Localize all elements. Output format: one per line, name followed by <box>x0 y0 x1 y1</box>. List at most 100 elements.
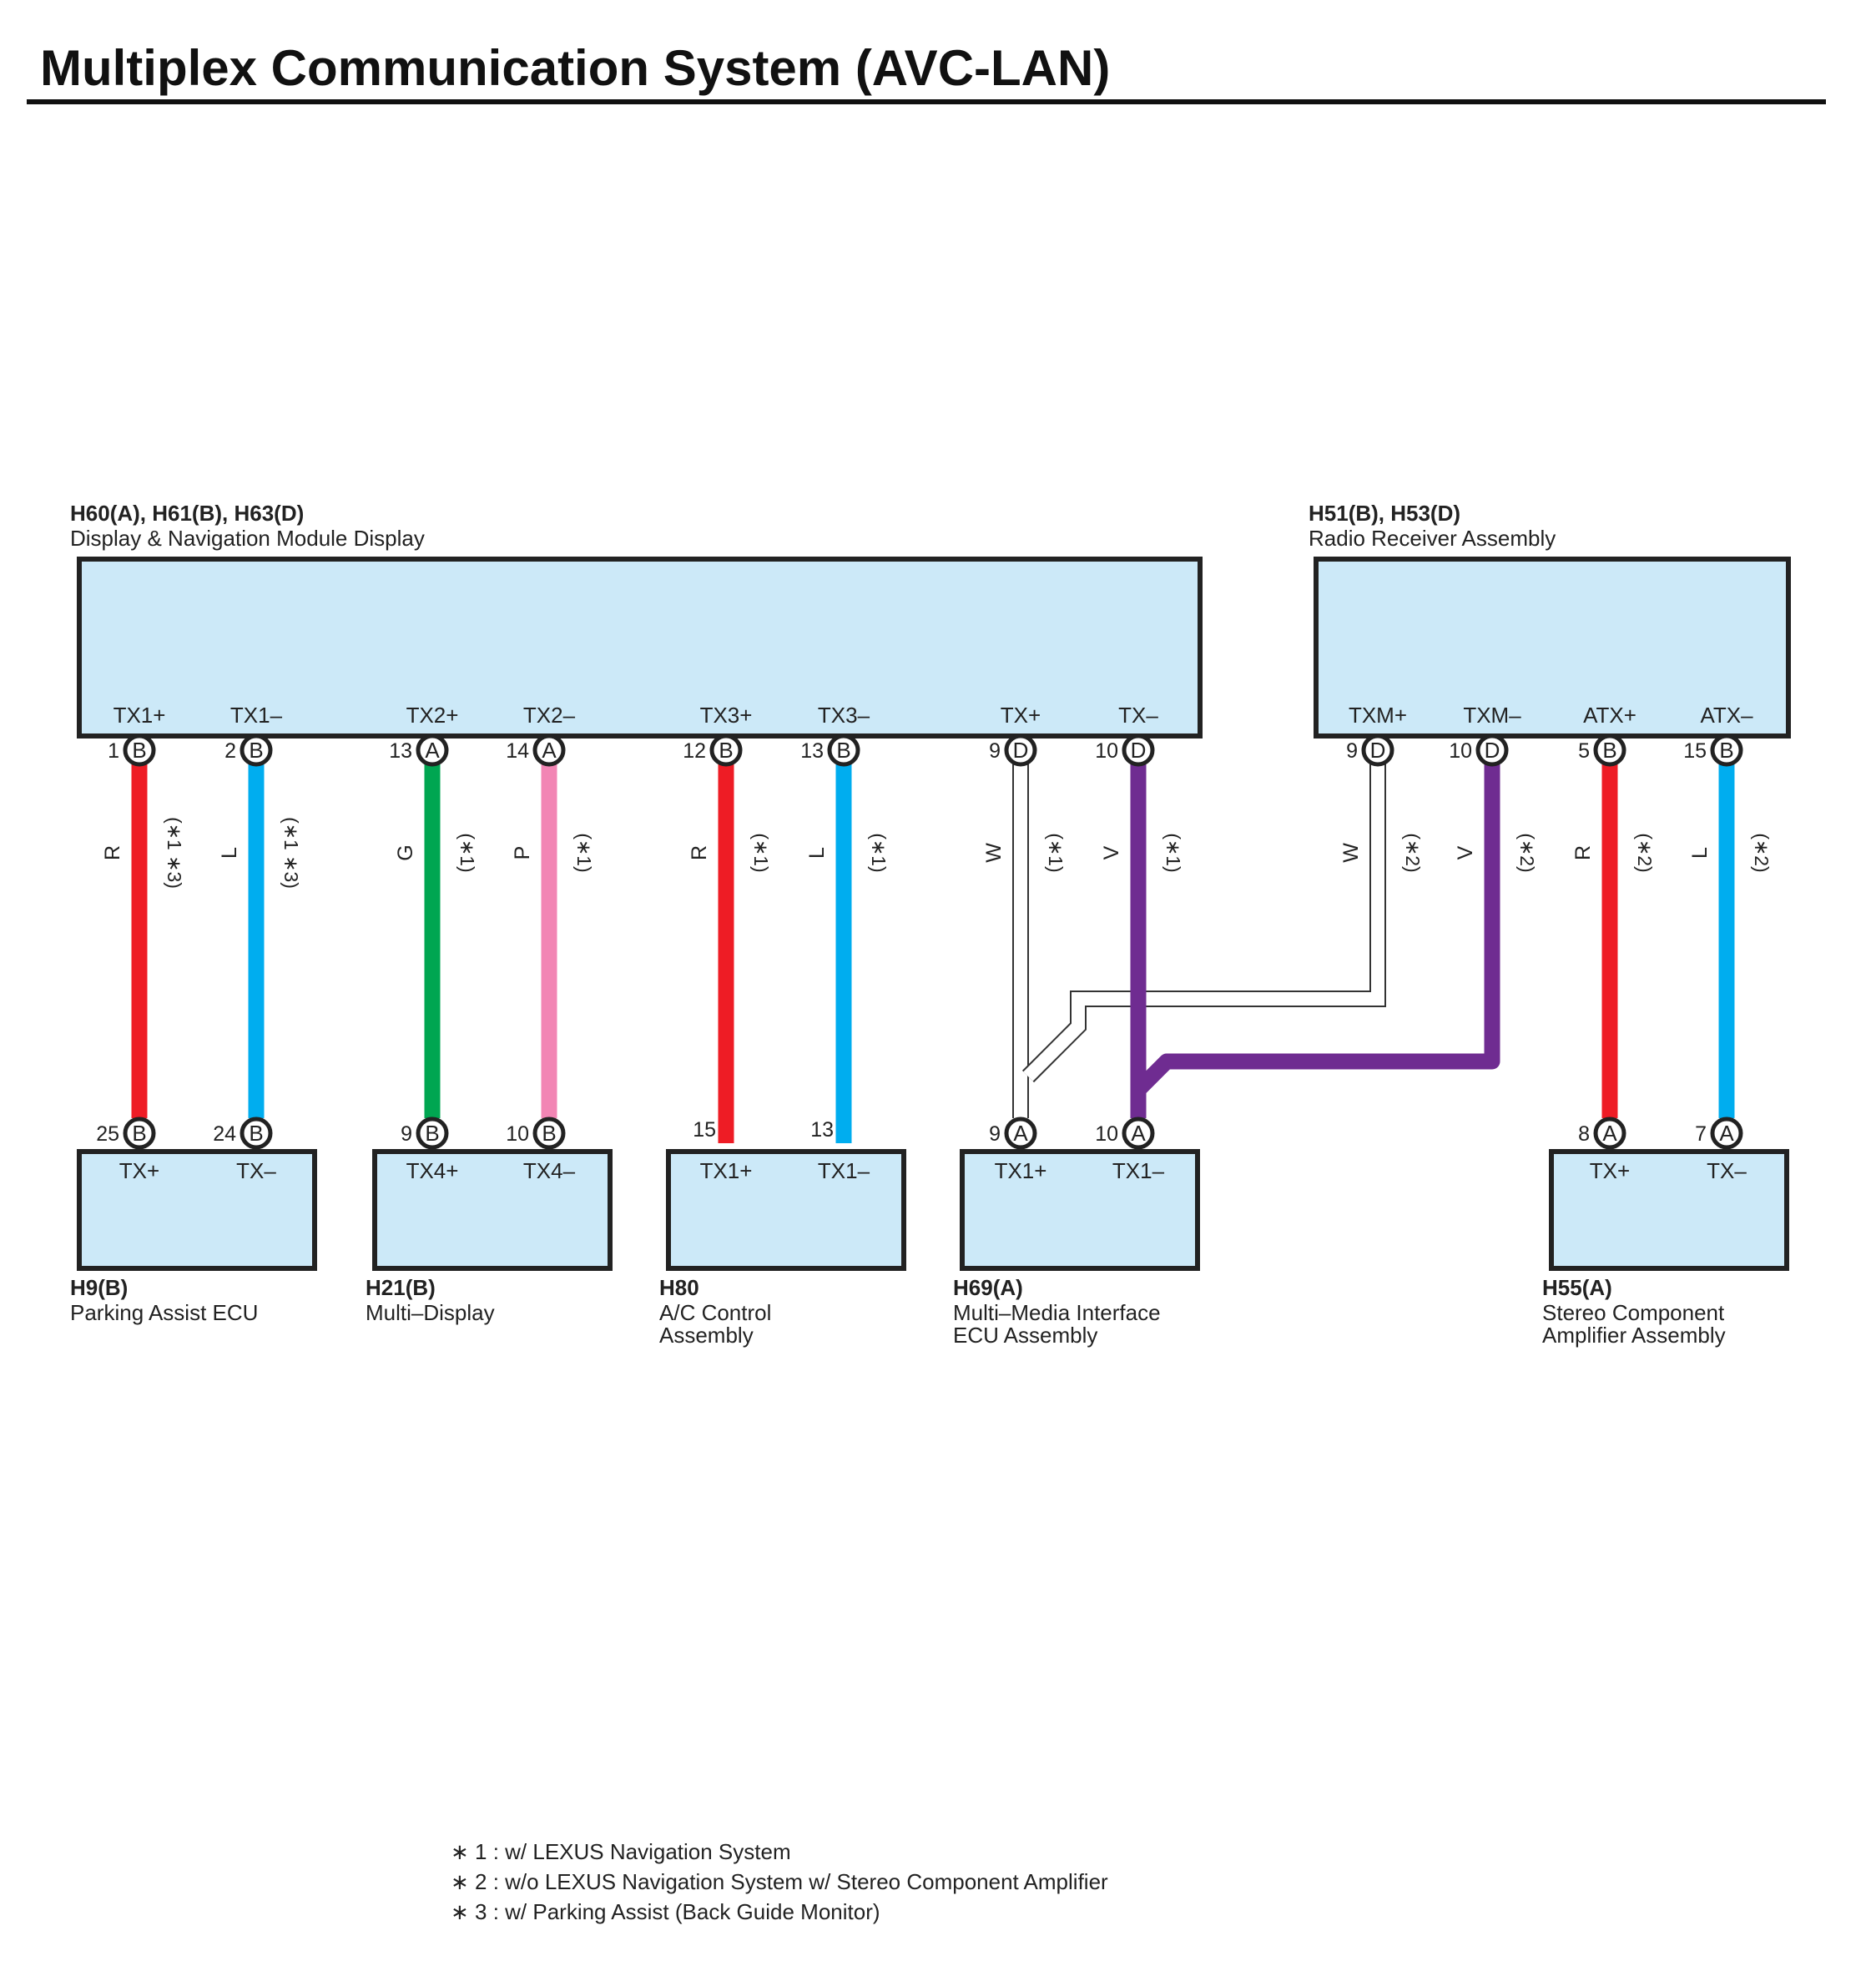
connector-pin: B10 <box>506 1117 566 1150</box>
wire-option-note: (∗1) <box>456 833 478 872</box>
pin-label: TX1– <box>230 703 283 728</box>
pin-label: TX1+ <box>995 1158 1047 1183</box>
pin-number: 9 <box>989 739 1001 763</box>
pin-circle <box>709 733 743 767</box>
pin-circle <box>827 733 860 767</box>
pin-label: ATX– <box>1700 703 1753 728</box>
connector-pin: D9 <box>1346 733 1394 767</box>
pin-label: TX+ <box>1590 1158 1630 1183</box>
pin-number: 8 <box>1578 1122 1590 1146</box>
pin-connector-letter: A <box>1131 1121 1146 1146</box>
pin-number: 7 <box>1695 1122 1707 1146</box>
pin-number: 14 <box>506 739 529 763</box>
pin-number: 13 <box>810 1118 834 1142</box>
pin-number: 25 <box>96 1122 119 1146</box>
pin-circle <box>123 733 156 767</box>
wire-color-code: L <box>218 847 241 859</box>
bottom-unit-box <box>1549 1149 1789 1271</box>
pin-number: 15 <box>1683 739 1707 763</box>
pin-number: 9 <box>989 1122 1001 1146</box>
wire-W-radio-9 <box>1021 764 1386 1083</box>
pin-label: TX3+ <box>700 703 753 728</box>
pin-label: TX2+ <box>406 703 459 728</box>
pin-connector-letter: B <box>132 1121 146 1146</box>
pin-number: 13 <box>800 739 824 763</box>
pin-label: TX1– <box>1112 1158 1165 1183</box>
bottom-unit-connector: H9(B) <box>70 1275 128 1300</box>
pin-connector-letter: B <box>1719 738 1733 763</box>
wire-color-code: R <box>101 845 124 860</box>
connector-pin: A13 <box>389 733 449 767</box>
pin-number: 1 <box>108 739 119 763</box>
wire-option-note: (∗1) <box>1045 833 1067 872</box>
wire-option-note: (∗1 ∗3) <box>164 817 185 889</box>
pin-circle <box>240 733 273 767</box>
pin-label: TXM– <box>1463 703 1521 728</box>
pin-number: 12 <box>683 739 706 763</box>
connector-pin: A 10 <box>1095 1117 1155 1150</box>
pin-label: TX4– <box>523 1158 576 1183</box>
connector-pin: B24 <box>213 1117 273 1150</box>
pin-label: TX+ <box>1001 703 1041 728</box>
pin-number: 9 <box>401 1122 412 1146</box>
connector-pin: B 15 <box>1683 733 1743 767</box>
pin-label: TX1+ <box>113 703 166 728</box>
wire-option-note: (∗2) <box>1751 833 1773 872</box>
main-unit-connector: H60(A), H61(B), H63(D) <box>70 501 304 526</box>
wire-color-code: L <box>805 847 829 859</box>
bottom-unit-box <box>960 1149 1200 1271</box>
wire-color-code: W <box>1339 843 1363 863</box>
wire-option-note: (∗1) <box>868 833 890 872</box>
bottom-unit-name: Amplifier Assembly <box>1542 1323 1726 1348</box>
bottom-unit-name: Multi–Media Interface <box>953 1300 1161 1325</box>
connector-pin: D 10 <box>1095 733 1155 767</box>
bottom-unit-connector: H55(A) <box>1542 1275 1612 1300</box>
wire-color-code: R <box>688 845 711 860</box>
main-unit-name: Display & Navigation Module Display <box>70 526 425 551</box>
pin-connector-letter: B <box>836 738 850 763</box>
pin-circle <box>1122 1117 1155 1150</box>
main-unit-box <box>77 557 1203 738</box>
wire-option-note: (∗1) <box>750 833 772 872</box>
pin-number: 10 <box>1449 739 1472 763</box>
footnote-3: ∗ 3 : w/ Parking Assist (Back Guide Moni… <box>451 1899 880 1924</box>
pin-circle <box>1710 733 1743 767</box>
pin-connector-letter: B <box>132 738 146 763</box>
wire-option-note: (∗2) <box>1402 833 1424 872</box>
bottom-unit-name: Stereo Component <box>1542 1300 1725 1325</box>
pin-circle <box>1004 1117 1037 1150</box>
connector-pin: A9 <box>989 1117 1037 1150</box>
bottom-unit-connector: H80 <box>659 1275 699 1300</box>
pin-label: TX+ <box>119 1158 159 1183</box>
pin-connector-letter: D <box>1131 738 1147 763</box>
pin-number: 10 <box>1095 1122 1118 1146</box>
pin-circle <box>123 1117 156 1150</box>
pin-label: TX1– <box>818 1158 870 1183</box>
pin-connector-letter: A <box>542 738 557 763</box>
pin-circle <box>1004 733 1037 767</box>
pin-label: TX1+ <box>700 1158 753 1183</box>
pin-connector-letter: B <box>1602 738 1616 763</box>
footnotes: ∗ 1 : w/ LEXUS Navigation System ∗ 2 : w… <box>451 1839 1108 1924</box>
pin-number: 10 <box>1095 739 1118 763</box>
connector-pin: B 13 <box>800 733 860 767</box>
wire-color-code: G <box>394 844 417 860</box>
wire-option-note: (∗2) <box>1634 833 1656 872</box>
wire-color-code: W <box>982 843 1006 863</box>
pin-label: TXM+ <box>1349 703 1407 728</box>
page-title: Multiplex Communication System (AVC-LAN) <box>40 40 1110 96</box>
pin-label: TX3– <box>818 703 870 728</box>
pin-connector-letter: D <box>1370 738 1386 763</box>
wire-option-note: (∗1) <box>1162 833 1184 872</box>
pin-connector-letter: A <box>1013 1121 1028 1146</box>
wire-option-note: (∗1) <box>573 833 595 872</box>
wire-color-code: P <box>511 846 534 860</box>
pin-circle <box>1475 733 1509 767</box>
pin-number: 9 <box>1346 739 1358 763</box>
radio-connector: H51(B), H53(D) <box>1309 501 1460 526</box>
